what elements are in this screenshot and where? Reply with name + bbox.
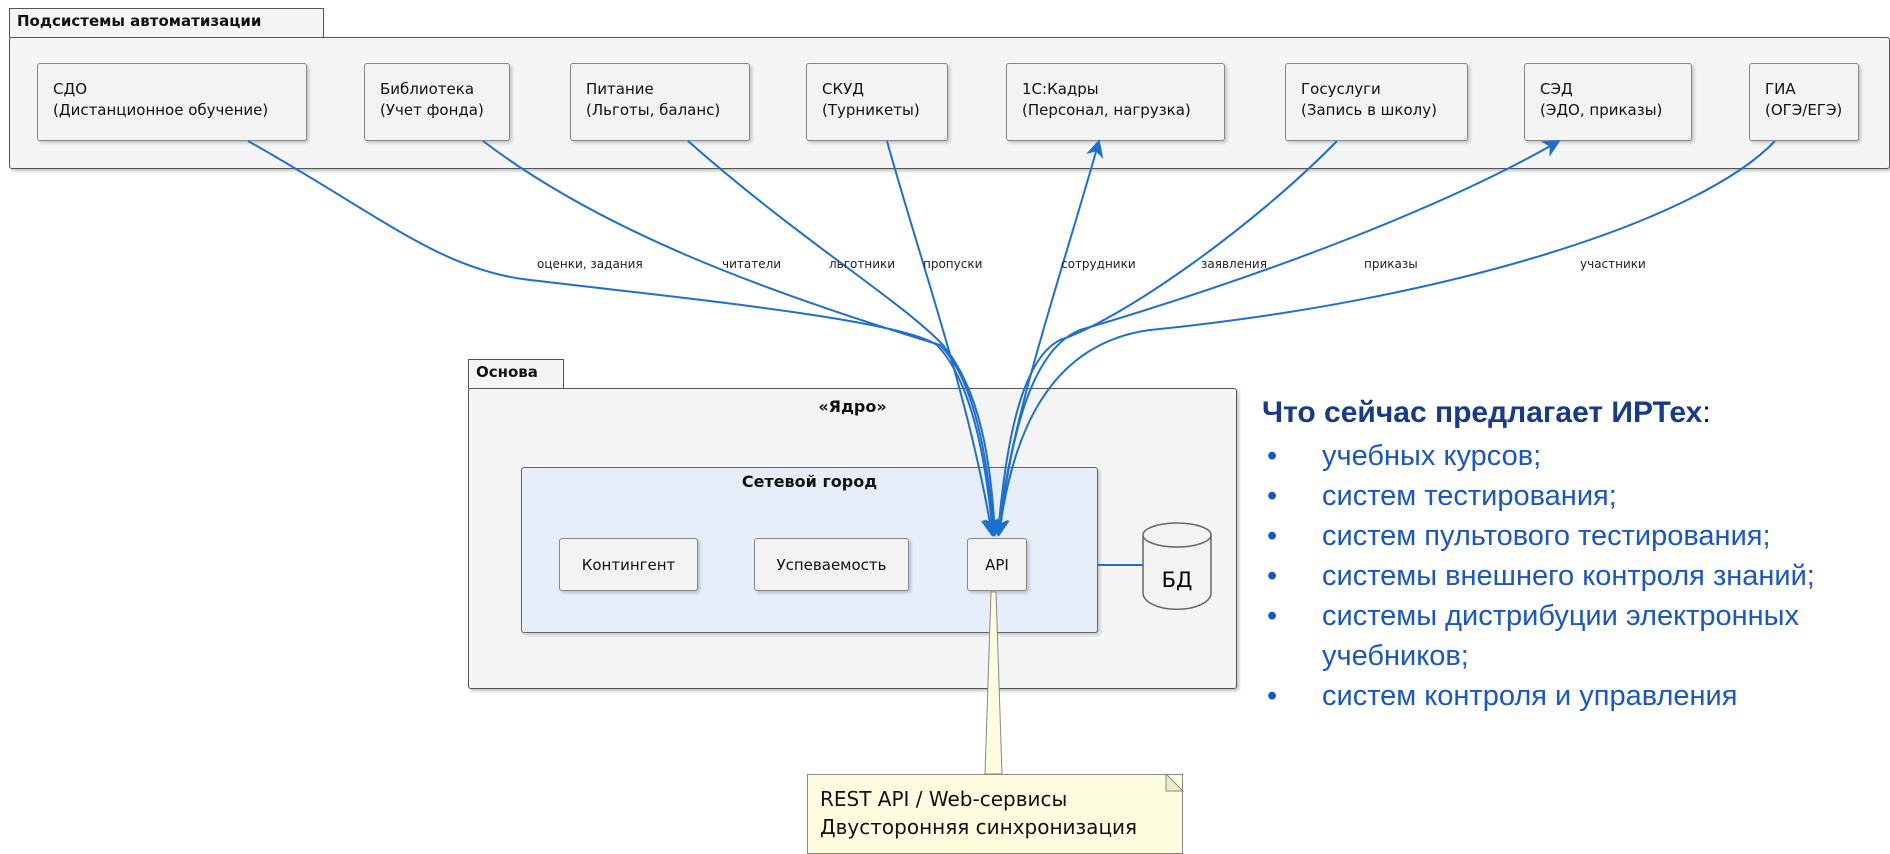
edge-1c-hr [997, 139, 1104, 536]
edge-label-1c-hr: сотрудники [1061, 257, 1136, 271]
module-contingent: Контингент [559, 538, 698, 591]
subsystem-name: Питание [586, 80, 654, 98]
subsystem-desc: (Персонал, нагрузка) [1022, 101, 1191, 119]
edge-label-sdo: оценки, задания [537, 257, 643, 271]
offer-item-text: систем тестирования; [1322, 480, 1617, 512]
subsystem-sdo: СДО (Дистанционное обучение) [37, 63, 307, 141]
module-api: API [967, 538, 1027, 591]
edge-label-library: читатели [722, 257, 781, 271]
note-fold [1165, 772, 1185, 792]
offer-item: • систем контроля и управления [1262, 676, 1882, 716]
offer-item: • систем пультового тестирования; [1262, 516, 1882, 556]
subsystem-name: Библиотека [380, 80, 475, 98]
database-label: БД [1162, 568, 1193, 592]
edge-food [687, 140, 1004, 537]
offer-heading-bold: Что сейчас предлагает ИРТех [1262, 396, 1703, 429]
edge-label-sed: приказы [1364, 257, 1418, 271]
offer-item-text: системы дистрибуции электронных учебнико… [1322, 600, 1800, 672]
edge-sed [998, 140, 1561, 536]
subsystem-gia: ГИА (ОГЭ/ЕГЭ) [1749, 63, 1859, 141]
offer-item-text: учебных курсов; [1322, 440, 1542, 472]
edge-label-skud: пропуски [923, 257, 982, 271]
subsystem-name: СЭД [1540, 80, 1573, 98]
offer-item: • систем тестирования; [1262, 476, 1882, 516]
subsystem-food: Питание (Льготы, баланс) [570, 63, 750, 141]
offer-item: • учебных курсов; [1262, 436, 1882, 476]
subsystem-name: СКУД [822, 80, 864, 98]
subsystem-library: Библиотека (Учет фонда) [364, 63, 510, 141]
offer-item-text: систем пультового тестирования; [1322, 520, 1771, 552]
database-icon [1142, 522, 1212, 611]
offer-panel: Что сейчас предлагает ИРТех: • учебных ку… [1262, 396, 1882, 841]
network-city-title: Сетевой город [741, 472, 878, 491]
bullet-mark: • [1267, 600, 1278, 632]
subsystem-name: Госуслуги [1301, 80, 1381, 98]
subsystem-desc: (Дистанционное обучение) [53, 101, 269, 119]
subsystem-skud: СКУД (Турникеты) [806, 63, 948, 141]
note-connector [984, 591, 1003, 775]
note-line-2: Двусторонняя синхронизация [820, 815, 1138, 839]
subsystem-desc: (Льготы, баланс) [586, 101, 721, 119]
edge-label-gia: участники [1580, 257, 1646, 271]
offer-item: • системы дистрибуции электронных учебник… [1262, 596, 1882, 676]
subsystem-name: СДО [53, 80, 87, 98]
edge-label-food: льготники [829, 257, 895, 271]
edge-library [482, 140, 1002, 537]
note-line-1: REST API / Web-сервисы [820, 787, 1068, 811]
offer-item: • системы внешнего контроля знаний; [1262, 556, 1882, 596]
subsystem-gosuslugi: Госуслуги (Запись в школу) [1285, 63, 1468, 141]
bullet-mark: • [1267, 680, 1278, 712]
core-stereotype: «Ядро» [818, 397, 887, 416]
subsystems-package-tab: Подсистемы автоматизации [9, 8, 324, 38]
edge-label-gosuslugi: заявления [1201, 257, 1267, 271]
subsystems-package-title: Подсистемы автоматизации [17, 12, 262, 30]
subsystem-desc: (ЭДО, приказы) [1540, 101, 1663, 119]
bullet-mark: • [1267, 480, 1278, 512]
bullet-mark: • [1267, 520, 1278, 552]
subsystem-desc: (ОГЭ/ЕГЭ) [1765, 101, 1843, 119]
edge-sdo [247, 140, 1001, 537]
subsystem-1c-hr: 1С:Кадры (Персонал, нагрузка) [1006, 63, 1225, 141]
edge-gia [992, 140, 1776, 537]
module-performance: Успеваемость [754, 538, 909, 591]
offer-heading: Что сейчас предлагает ИРТех: [1262, 396, 1882, 430]
offer-heading-colon: : [1702, 396, 1711, 429]
subsystem-name: 1С:Кадры [1022, 80, 1099, 98]
subsystem-desc: (Учет фонда) [380, 101, 484, 119]
subsystem-sed: СЭД (ЭДО, приказы) [1524, 63, 1692, 141]
edge-skud [886, 140, 999, 537]
bullet-mark: • [1267, 440, 1278, 472]
integration-note: REST API / Web-сервисы Двусторонняя синх… [807, 774, 1183, 854]
bullet-mark: • [1267, 560, 1278, 592]
offer-item-text: систем контроля и управления [1322, 680, 1738, 712]
subsystem-name: ГИА [1765, 80, 1796, 98]
base-package-tab: Основа [468, 359, 564, 389]
subsystem-desc: (Запись в школу) [1301, 101, 1437, 119]
offer-list: • учебных курсов; • систем тестирования; •… [1262, 436, 1882, 716]
base-package-title: Основа [476, 363, 538, 381]
offer-item-text: системы внешнего контроля знаний; [1322, 560, 1815, 592]
subsystem-desc: (Турникеты) [822, 101, 920, 119]
